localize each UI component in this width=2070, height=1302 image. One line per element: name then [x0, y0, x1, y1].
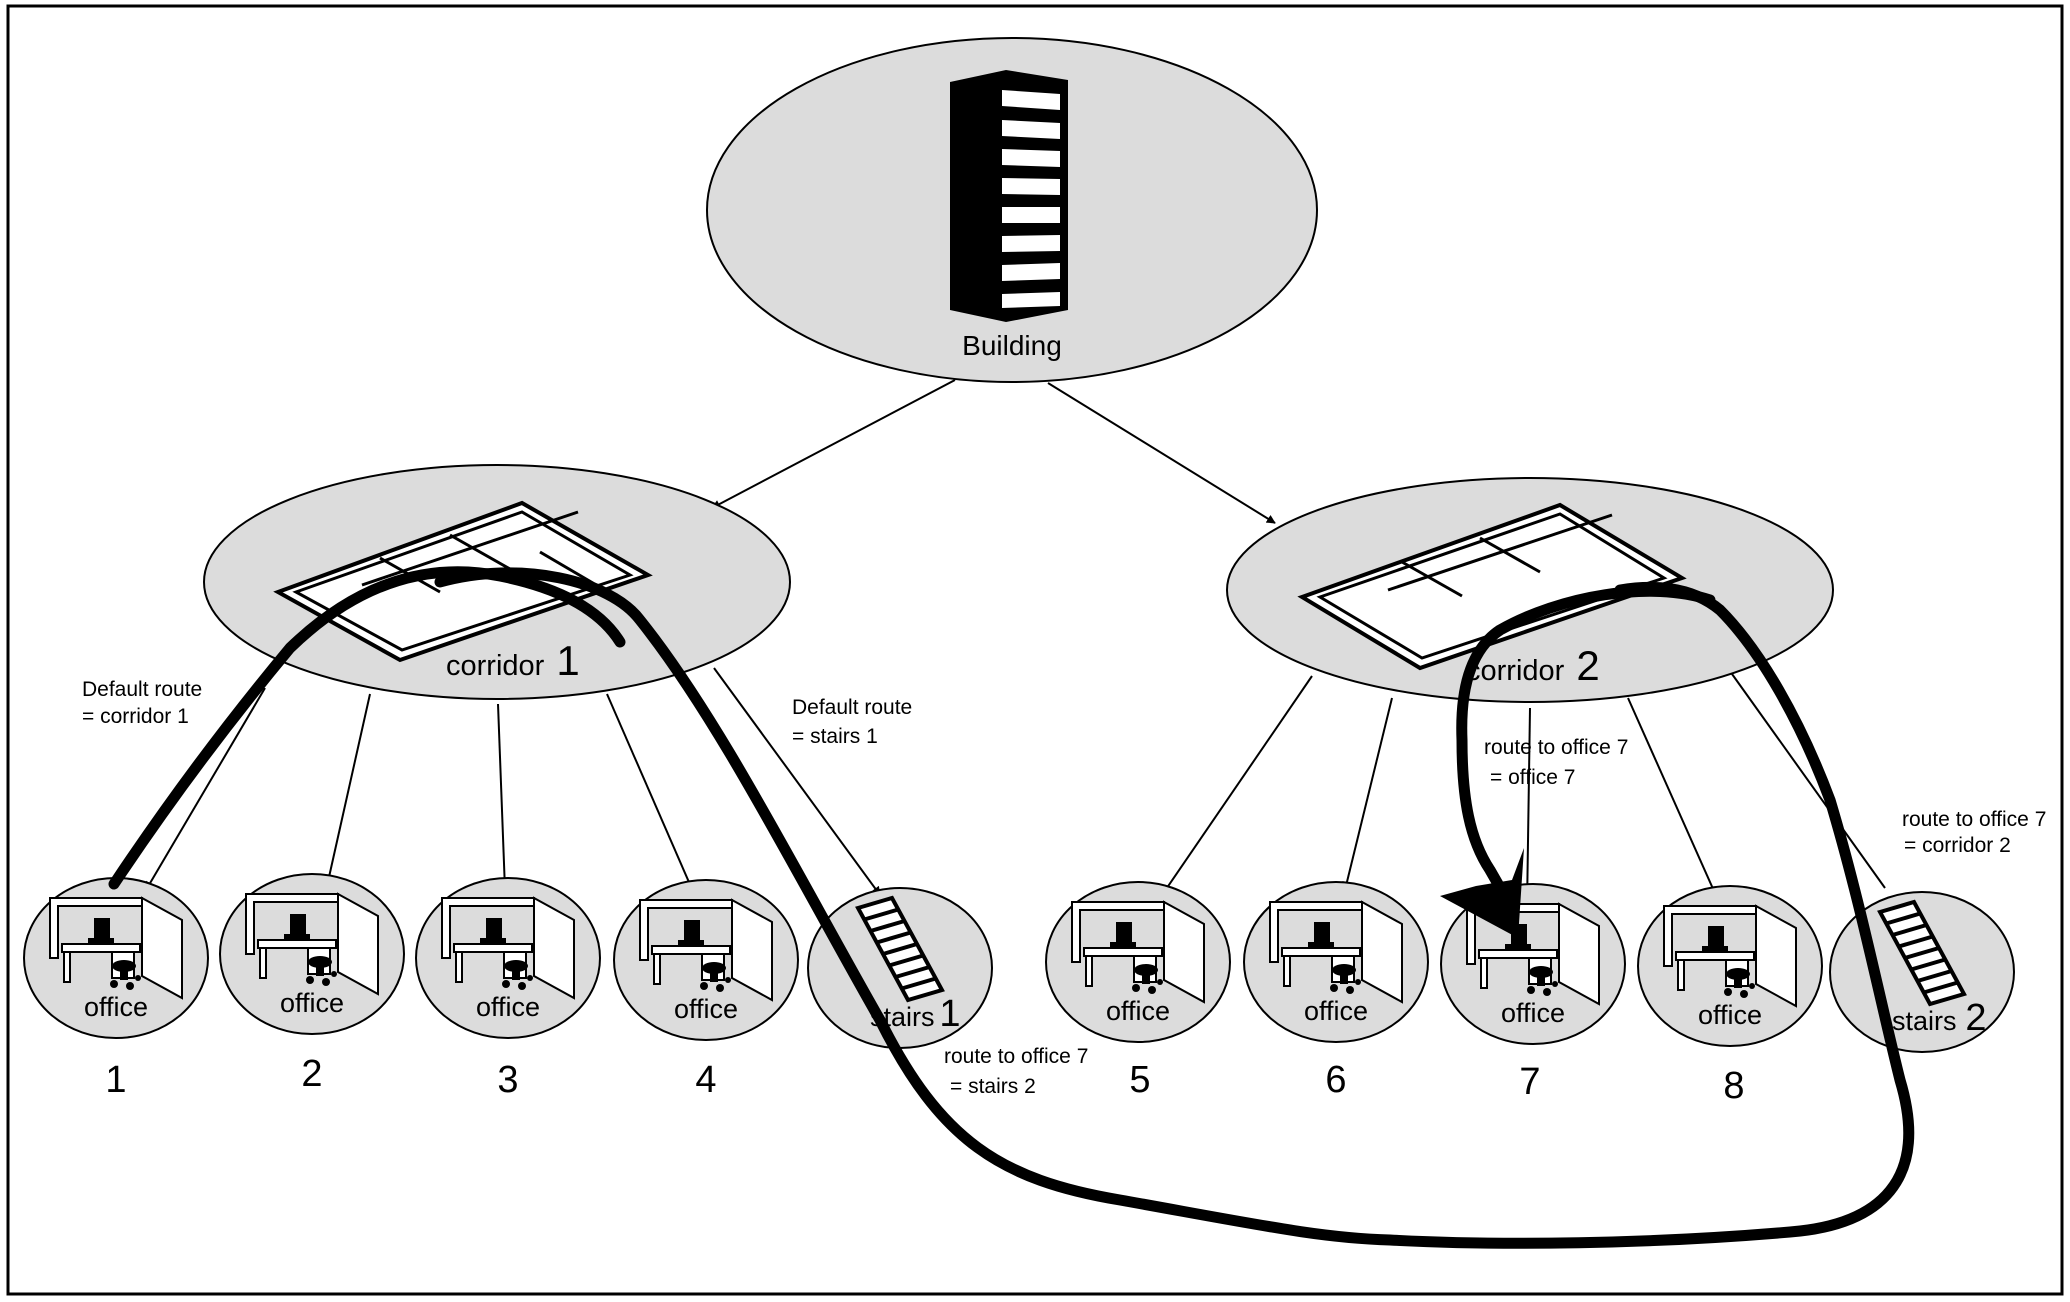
office-1-node[interactable]: office 1	[23, 877, 209, 1101]
annotation-stairs2-route-value: = corridor 2	[1904, 834, 2011, 857]
stairs-icon	[1877, 899, 1967, 1007]
edge-corridor2-office5	[1159, 675, 1313, 899]
office-6-label: office	[1304, 996, 1368, 1026]
office-1-number: 1	[105, 1059, 126, 1101]
annotation-stairs1-default-value: = stairs 1	[792, 725, 878, 748]
office-4-number: 4	[695, 1059, 716, 1101]
annotation-corridor2-route-value: = office 7	[1490, 766, 1575, 789]
annotation-office1-default-value: = corridor 1	[82, 705, 189, 728]
office-cubicle-icon	[639, 898, 773, 1002]
edge-corridor1-office1	[145, 687, 266, 891]
office-8-node[interactable]: office 8	[1637, 885, 1823, 1107]
office-5-node[interactable]: office 5	[1045, 881, 1231, 1101]
edge-corridor1-stairs1	[713, 667, 881, 896]
office-7-label: office	[1501, 998, 1565, 1028]
routes	[108, 566, 1915, 1249]
office-6-number: 6	[1325, 1059, 1346, 1101]
office-cubicle-icon	[1466, 902, 1600, 1006]
office-3-node[interactable]: office 3	[415, 877, 601, 1101]
route-corridor1-to-stairs2	[434, 567, 1915, 1249]
office-cubicle-icon	[1663, 904, 1797, 1008]
office-2-number: 2	[301, 1053, 322, 1095]
office-3-number: 3	[497, 1059, 518, 1101]
stairs-2-node[interactable]: stairs 2	[1829, 891, 2015, 1053]
office-1-label: office	[84, 992, 148, 1022]
office-2-label: office	[280, 988, 344, 1018]
edges	[145, 379, 1886, 909]
edge-corridor2-stairs2	[1731, 673, 1886, 889]
office-cubicle-icon	[245, 892, 379, 996]
office-cubicle-icon	[441, 896, 575, 1000]
office-5-number: 5	[1129, 1059, 1150, 1101]
stairs-icon	[855, 895, 945, 1003]
office-7-number: 7	[1519, 1061, 1540, 1103]
corridor-floorplan-icon	[1297, 502, 1687, 671]
edge-corridor1-office4	[606, 693, 696, 897]
annotation-office1-default: Default route	[82, 678, 202, 701]
route-office1-to-corridor1	[108, 566, 626, 890]
building-icon	[950, 70, 1068, 322]
annotations: Default route = corridor 1 Default route…	[82, 678, 2046, 1098]
office-7-node[interactable]: office 7	[1440, 883, 1626, 1103]
edge-building-corridor2	[1047, 382, 1276, 524]
stairs-2-label: stairs	[1892, 1006, 1957, 1036]
office-8-label: office	[1698, 1000, 1762, 1030]
edge-corridor1-office3	[497, 703, 510, 891]
edge-corridor2-office7	[1522, 707, 1532, 909]
stairs-1-number: 1	[939, 993, 960, 1035]
office-4-label: office	[674, 994, 738, 1024]
office-4-node[interactable]: office 4	[613, 879, 799, 1101]
building-node[interactable]: Building	[706, 37, 1318, 383]
building-label: Building	[962, 330, 1062, 361]
edge-corridor1-office2	[324, 693, 371, 887]
office-cubicle-icon	[1071, 900, 1205, 1004]
office-6-node[interactable]: office 6	[1243, 881, 1429, 1101]
edge-building-corridor1	[711, 379, 956, 509]
office-8-number: 8	[1723, 1065, 1744, 1107]
office-3-label: office	[476, 992, 540, 1022]
route-arrowhead-office7	[1440, 848, 1524, 938]
annotation-stairs1-route-value: = stairs 2	[950, 1075, 1036, 1098]
stairs-2-number: 2	[1965, 997, 1986, 1039]
route-corridor2-to-office7	[1456, 585, 1716, 911]
office-cubicle-icon	[49, 896, 183, 1000]
annotation-stairs2-route: route to office 7	[1902, 808, 2046, 831]
edge-corridor2-office6	[1342, 697, 1393, 891]
office-2-node[interactable]: office 2	[219, 873, 405, 1095]
office-cubicle-icon	[1269, 900, 1403, 1004]
annotation-corridor2-route: route to office 7	[1484, 736, 1628, 759]
annotation-stairs1-default: Default route	[792, 696, 912, 719]
office-5-label: office	[1106, 996, 1170, 1026]
annotation-stairs1-route: route to office 7	[944, 1045, 1088, 1068]
edge-corridor2-office8	[1627, 697, 1719, 901]
